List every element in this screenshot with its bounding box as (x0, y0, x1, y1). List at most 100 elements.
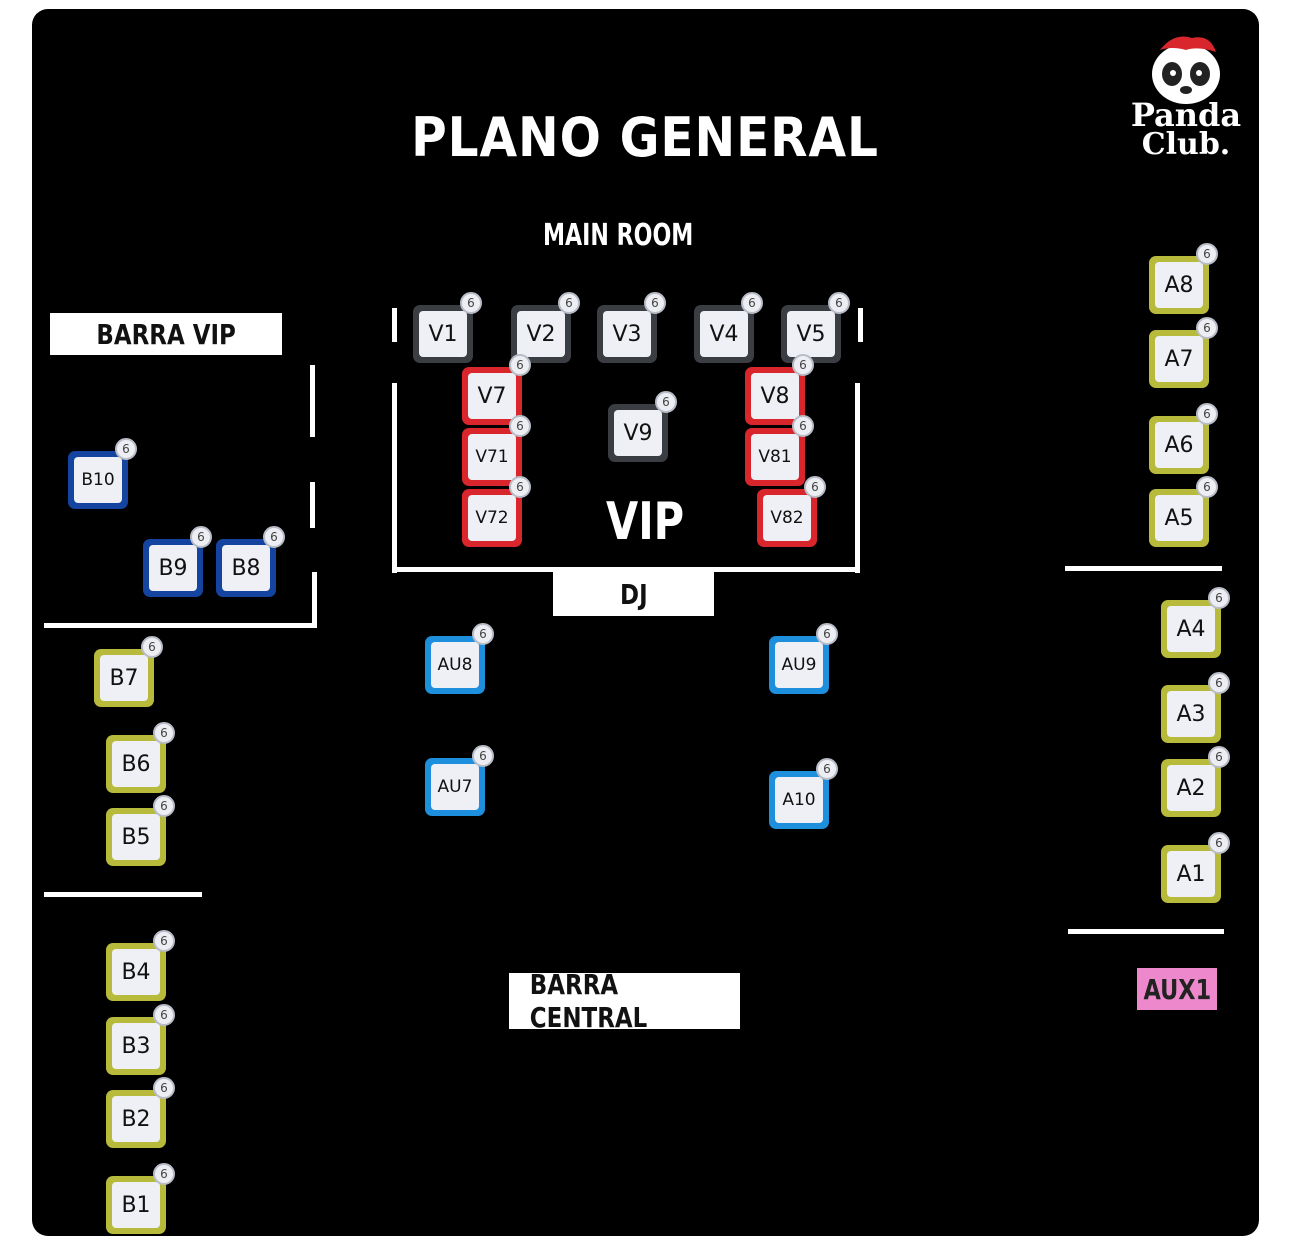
table-label: A5 (1155, 495, 1203, 541)
capacity-badge: 6 (1208, 672, 1230, 694)
table-label: B10 (74, 457, 122, 503)
table-label: A4 (1167, 606, 1215, 652)
wall (392, 383, 397, 573)
capacity-badge: 6 (472, 745, 494, 767)
table-label: AU7 (431, 764, 479, 810)
table-label: V3 (603, 311, 651, 357)
table-label: B7 (100, 655, 148, 701)
table-label: A6 (1155, 422, 1203, 468)
capacity-badge: 6 (1208, 832, 1230, 854)
wall (1065, 566, 1222, 571)
wall (392, 308, 397, 342)
capacity-badge: 6 (655, 391, 677, 413)
table-label: AU9 (775, 642, 823, 688)
table-label: B4 (112, 949, 160, 995)
table-label: V2 (517, 311, 565, 357)
capacity-badge: 6 (1196, 243, 1218, 265)
table-label: B9 (149, 545, 197, 591)
logo-word-2: Club. (1142, 127, 1231, 158)
capacity-badge: 6 (816, 758, 838, 780)
capacity-badge: 6 (816, 623, 838, 645)
barra-central-label: BARRA CENTRAL (509, 968, 740, 1034)
capacity-badge: 6 (153, 795, 175, 817)
capacity-badge: 6 (472, 623, 494, 645)
table-label: V72 (468, 495, 516, 541)
wall (44, 892, 202, 897)
wall (855, 383, 860, 573)
capacity-badge: 6 (804, 476, 826, 498)
table-label: V8 (751, 373, 799, 419)
capacity-badge: 6 (792, 354, 814, 376)
table-label: B6 (112, 741, 160, 787)
capacity-badge: 6 (792, 415, 814, 437)
wall (44, 623, 316, 628)
capacity-badge: 6 (509, 354, 531, 376)
dj-booth: DJ (553, 572, 714, 616)
table-label: B8 (222, 545, 270, 591)
wall (310, 365, 315, 437)
table-label: V1 (419, 311, 467, 357)
table-label: V5 (787, 311, 835, 357)
wall (312, 572, 317, 628)
capacity-badge: 6 (153, 722, 175, 744)
table-label: AU8 (431, 642, 479, 688)
wall (858, 308, 863, 342)
capacity-badge: 6 (153, 1077, 175, 1099)
wall (1068, 929, 1224, 934)
wall (392, 567, 860, 572)
capacity-badge: 6 (460, 292, 482, 314)
capacity-badge: 6 (141, 636, 163, 658)
table-label: B5 (112, 814, 160, 860)
aux1-label: AUX1 (1137, 968, 1217, 1010)
table-label: V82 (763, 495, 811, 541)
table-label: V9 (614, 410, 662, 456)
table-label: V4 (700, 311, 748, 357)
table-label: A8 (1155, 262, 1203, 308)
capacity-badge: 6 (1196, 403, 1218, 425)
table-label: B1 (112, 1182, 160, 1228)
capacity-badge: 6 (741, 292, 763, 314)
barra-vip-label: BARRA VIP (50, 313, 282, 355)
table-label: A10 (775, 777, 823, 823)
capacity-badge: 6 (1196, 317, 1218, 339)
capacity-badge: 6 (1196, 476, 1218, 498)
capacity-badge: 6 (153, 930, 175, 952)
capacity-badge: 6 (509, 476, 531, 498)
capacity-badge: 6 (1208, 746, 1230, 768)
capacity-badge: 6 (190, 526, 212, 548)
